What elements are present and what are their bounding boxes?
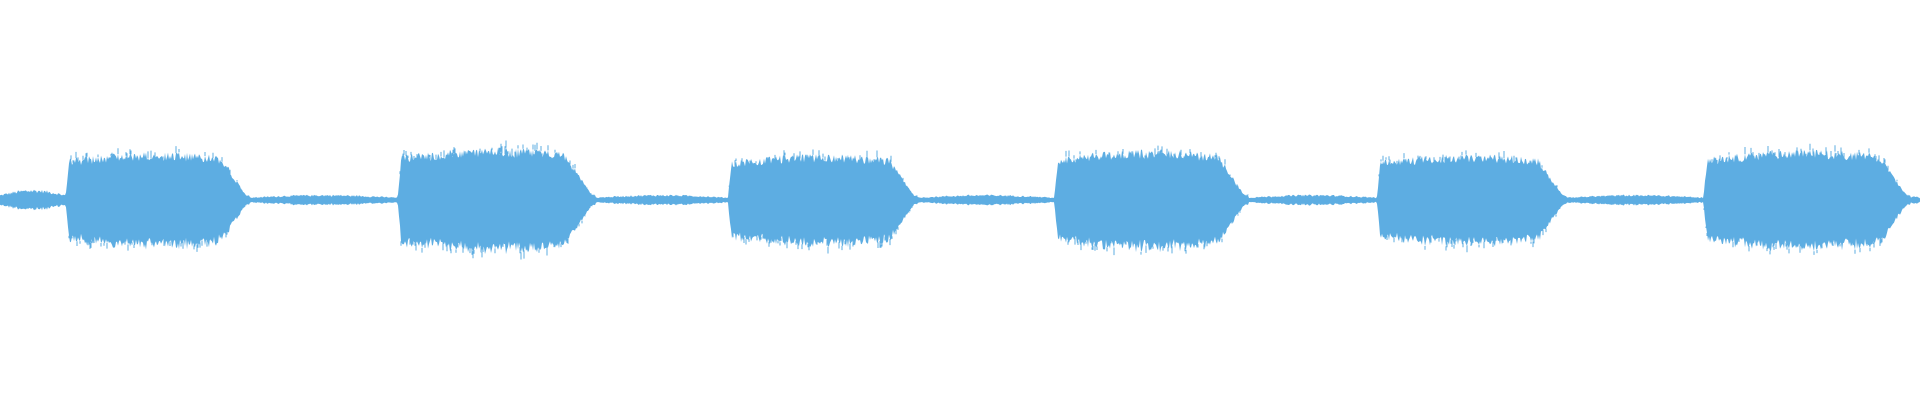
waveform-spikes — [68, 140, 1909, 260]
waveform-body — [0, 147, 1920, 255]
